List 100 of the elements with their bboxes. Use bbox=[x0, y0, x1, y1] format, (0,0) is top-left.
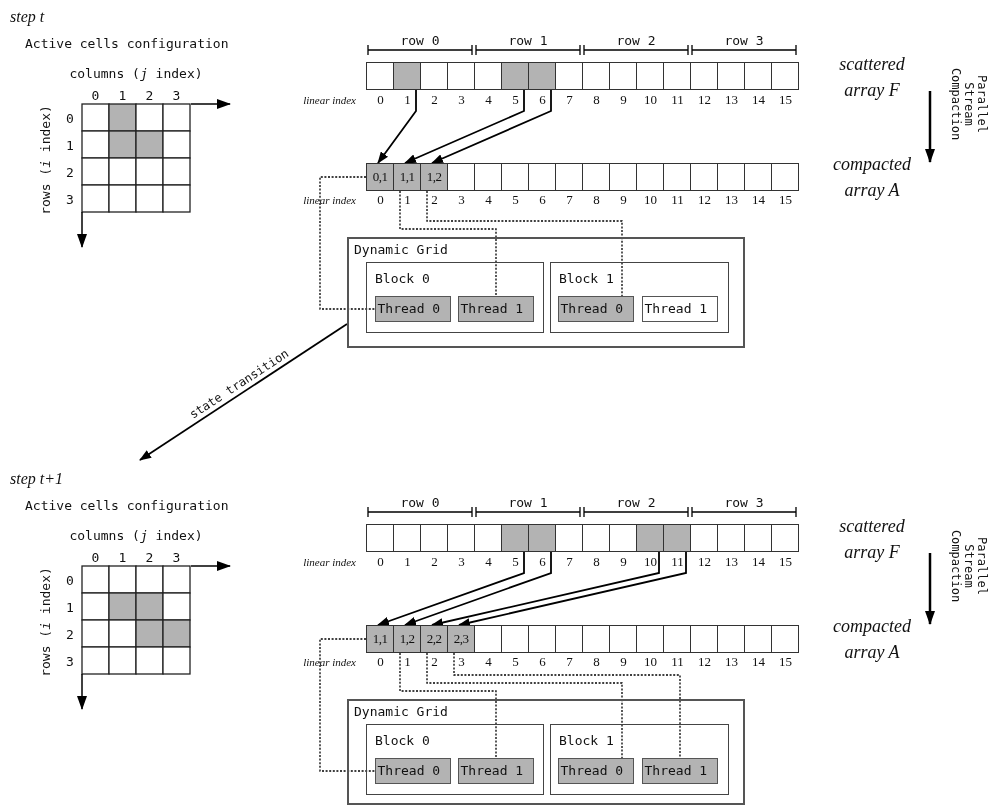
index-number: 8 bbox=[593, 554, 600, 570]
arrow bbox=[139, 323, 348, 461]
axis-number: 3 bbox=[66, 653, 74, 668]
block-label: Block 1 bbox=[559, 733, 614, 748]
index-number: 2 bbox=[431, 554, 438, 570]
index-number: 7 bbox=[566, 554, 573, 570]
axis-number: 3 bbox=[172, 87, 181, 103]
index-number: 3 bbox=[458, 192, 465, 208]
array-caption: scattered array F bbox=[838, 52, 906, 102]
array-cell bbox=[663, 163, 691, 191]
axis-number: 0 bbox=[66, 572, 74, 587]
array-cell bbox=[447, 163, 475, 191]
index-number: 7 bbox=[566, 654, 573, 670]
axis-number: 3 bbox=[66, 191, 74, 206]
array-cell bbox=[663, 625, 691, 653]
axis-number: 2 bbox=[145, 87, 154, 103]
array-cell bbox=[609, 62, 637, 90]
index-number: 2 bbox=[431, 192, 438, 208]
index-number: 1 bbox=[404, 554, 411, 570]
index-number: 3 bbox=[458, 554, 465, 570]
index-number: 11 bbox=[671, 654, 684, 670]
index-caption: linear index bbox=[303, 656, 356, 668]
index-number: 4 bbox=[485, 654, 492, 670]
row-label: row 0 bbox=[400, 494, 440, 510]
array-cell bbox=[771, 625, 799, 653]
axis-number: 1 bbox=[118, 549, 127, 565]
array-caption: compacted array A bbox=[832, 152, 912, 202]
array-cell bbox=[636, 163, 664, 191]
row-label: row 3 bbox=[724, 32, 764, 48]
panel-heading: Active cells configuration bbox=[25, 497, 229, 513]
block-panel bbox=[366, 262, 544, 333]
index-number: 8 bbox=[593, 192, 600, 208]
array-cell bbox=[474, 62, 502, 90]
array-cell bbox=[636, 62, 664, 90]
array-cell bbox=[366, 524, 394, 552]
index-number: 11 bbox=[671, 92, 684, 108]
array-cell bbox=[717, 62, 745, 90]
index-caption: linear index bbox=[303, 194, 356, 206]
index-number: 5 bbox=[512, 192, 519, 208]
axis-title: rows (i index) bbox=[37, 105, 53, 215]
row-label: row 1 bbox=[508, 494, 548, 510]
array-cell: 0,1 bbox=[366, 163, 394, 191]
index-number: 4 bbox=[485, 192, 492, 208]
index-number: 0 bbox=[377, 654, 384, 670]
axis-number: 0 bbox=[91, 549, 100, 565]
index-number: 13 bbox=[725, 192, 738, 208]
array-cell bbox=[771, 163, 799, 191]
index-number: 15 bbox=[779, 92, 792, 108]
index-number: 13 bbox=[725, 554, 738, 570]
block-panel bbox=[550, 724, 729, 795]
index-number: 2 bbox=[431, 92, 438, 108]
index-number: 6 bbox=[539, 654, 546, 670]
index-number: 1 bbox=[404, 92, 411, 108]
thread-box: Thread 1 bbox=[641, 295, 718, 322]
index-number: 14 bbox=[752, 654, 765, 670]
axis-number: 1 bbox=[66, 599, 74, 614]
index-number: 9 bbox=[620, 92, 627, 108]
array-cell bbox=[771, 62, 799, 90]
array-cell bbox=[690, 524, 718, 552]
block-label: Block 1 bbox=[559, 271, 614, 286]
array-cell bbox=[582, 163, 610, 191]
dotted-connector bbox=[319, 176, 376, 310]
index-number: 12 bbox=[698, 654, 711, 670]
index-number: 9 bbox=[620, 192, 627, 208]
index-number: 0 bbox=[377, 192, 384, 208]
axis-number: 2 bbox=[66, 626, 74, 641]
index-number: 13 bbox=[725, 92, 738, 108]
array-cell: 2,3 bbox=[447, 625, 475, 653]
index-number: 12 bbox=[698, 554, 711, 570]
index-number: 7 bbox=[566, 92, 573, 108]
index-number: 3 bbox=[458, 92, 465, 108]
array-cell bbox=[528, 62, 556, 90]
row-label: row 3 bbox=[724, 494, 764, 510]
thread-box: Thread 1 bbox=[457, 295, 534, 322]
step-label: step t bbox=[10, 8, 45, 26]
index-number: 14 bbox=[752, 92, 765, 108]
array-cell bbox=[609, 625, 637, 653]
index-number: 8 bbox=[593, 654, 600, 670]
array-cell bbox=[744, 62, 772, 90]
thread-box: Thread 0 bbox=[557, 757, 634, 784]
axis-title: rows (i index) bbox=[37, 567, 53, 677]
block-label: Block 0 bbox=[375, 271, 430, 286]
array-cell bbox=[663, 62, 691, 90]
array-cell bbox=[528, 524, 556, 552]
arrow bbox=[458, 551, 687, 627]
array-cell bbox=[474, 625, 502, 653]
grid-label: Dynamic Grid bbox=[354, 242, 448, 257]
axis-number: 3 bbox=[172, 549, 181, 565]
axis-title: columns (j index) bbox=[69, 65, 203, 81]
index-number: 7 bbox=[566, 192, 573, 208]
index-number: 9 bbox=[620, 654, 627, 670]
index-caption: linear index bbox=[303, 94, 356, 106]
thread-box: Thread 0 bbox=[374, 757, 451, 784]
array-cell bbox=[609, 524, 637, 552]
index-caption: linear index bbox=[303, 556, 356, 568]
array-cell bbox=[501, 163, 529, 191]
thread-box: Thread 1 bbox=[641, 757, 718, 784]
row-label: row 2 bbox=[616, 32, 656, 48]
index-number: 5 bbox=[512, 654, 519, 670]
dotted-connector bbox=[399, 652, 497, 759]
